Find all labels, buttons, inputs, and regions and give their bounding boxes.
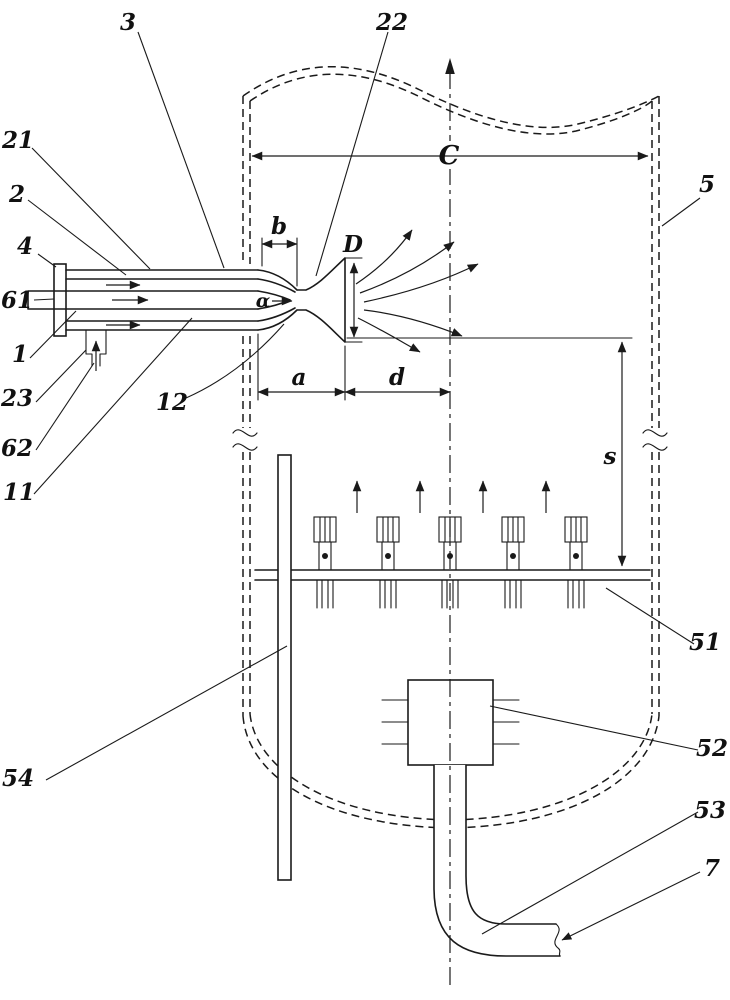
outlet-pipe-fill (434, 765, 556, 956)
injector-nozzle (376, 516, 400, 609)
injector-ball (510, 553, 516, 559)
dim-a-label: a (292, 364, 307, 391)
injector-neck (569, 541, 583, 571)
ref-label-23: 23 (0, 385, 33, 412)
injector-cap-hatch (382, 516, 394, 543)
ref-label-21: 21 (1, 127, 34, 154)
ref-label-11: 11 (3, 479, 35, 506)
outlet-pipe (433, 764, 561, 957)
ref-label-2: 2 (8, 181, 25, 208)
injector-neck (381, 541, 395, 571)
injector-cap-hatch (570, 516, 582, 543)
ref-label-5: 5 (699, 171, 715, 198)
burner-assembly (27, 257, 346, 371)
ref-label-7: 7 (704, 855, 720, 882)
injector-nozzle (501, 516, 525, 609)
ref-label-62: 62 (1, 435, 33, 462)
injector-neck (318, 541, 332, 571)
distributor-ticks (381, 699, 520, 745)
leader-5 (661, 197, 701, 227)
vessel-top-break-line (242, 66, 660, 135)
jet-arrow (363, 309, 463, 337)
bottom-inlet-fitting (85, 329, 107, 367)
leader-51 (605, 587, 695, 645)
manifold-pipe (254, 569, 651, 581)
injector-legs (504, 579, 522, 609)
center-line-arrowhead (445, 58, 455, 74)
leader-62 (35, 362, 95, 451)
dim-D-extensions (344, 257, 363, 343)
outlet-pipe-walls (433, 764, 561, 957)
leader-lines (27, 31, 701, 941)
burner-casing (65, 269, 259, 331)
leader-12 (185, 323, 285, 399)
baffle-bar (277, 454, 292, 881)
ref-label-53: 53 (694, 797, 726, 824)
dim-d-label: d (389, 364, 405, 391)
injector-cap-hatch (319, 516, 331, 543)
leader-54 (45, 645, 288, 781)
injector-nozzle (564, 516, 588, 609)
leader-22 (315, 31, 389, 277)
ref-label-52: 52 (696, 735, 728, 762)
leader-11 (33, 317, 193, 495)
jet-arrow (355, 229, 413, 285)
angle-alpha-label: α (256, 290, 271, 312)
dim-C-label: C (439, 141, 460, 171)
jet-arrow (357, 317, 421, 353)
wall-break-marks (232, 429, 668, 451)
vessel-bottom-head (242, 713, 660, 829)
injector-cap-hatch (507, 516, 519, 543)
ref-label-12: 12 (156, 389, 188, 416)
injector-legs (441, 579, 459, 609)
burner-flange (53, 263, 67, 337)
ref-label-51: 51 (689, 629, 721, 656)
injector-nozzle (438, 516, 462, 609)
outlet-pipe-break-end (554, 923, 561, 957)
dimensions: C b D α a d s (251, 141, 649, 567)
leader-23 (35, 349, 87, 403)
leader-52 (489, 705, 699, 751)
injector-manifold (254, 480, 651, 609)
injector-neck (506, 541, 520, 571)
ref-label-1: 1 (12, 341, 28, 368)
vessel-shell (232, 66, 668, 829)
dim-s-label: s (603, 443, 617, 470)
jet-arrow (363, 263, 479, 303)
injector-ball (385, 553, 391, 559)
injector-legs (567, 579, 585, 609)
ref-label-54: 54 (2, 765, 34, 792)
laval-nozzle-profile (257, 257, 346, 343)
leader-21 (31, 147, 151, 270)
ref-label-4: 4 (17, 233, 33, 260)
injector-ball (322, 553, 328, 559)
leader-61 (33, 298, 55, 301)
inner-feed-tube (27, 290, 259, 310)
injector-legs (316, 579, 334, 609)
vessel-walls (242, 96, 660, 716)
reference-labels: 3 22 21 2 4 61 1 23 62 11 12 5 51 52 53 … (0, 9, 728, 882)
injector-ball (573, 553, 579, 559)
dim-b-extensions (261, 237, 298, 287)
ref-label-61: 61 (1, 287, 33, 314)
vessel-center-line (445, 58, 455, 985)
leader-2 (27, 199, 127, 276)
leader-7 (561, 871, 701, 941)
leader-1 (29, 310, 77, 359)
ref-label-22: 22 (375, 9, 408, 36)
leader-53 (481, 811, 699, 935)
jet-arrow (359, 241, 455, 294)
injector-legs (379, 579, 397, 609)
leader-4 (37, 253, 57, 268)
leader-3 (137, 31, 225, 269)
dim-b-label: b (271, 213, 287, 240)
jet-flow-arrows (355, 229, 479, 353)
injector-nozzle (313, 516, 337, 609)
dim-D-label: D (342, 231, 363, 258)
ref-label-3: 3 (120, 9, 136, 36)
injector-neck (443, 541, 457, 571)
